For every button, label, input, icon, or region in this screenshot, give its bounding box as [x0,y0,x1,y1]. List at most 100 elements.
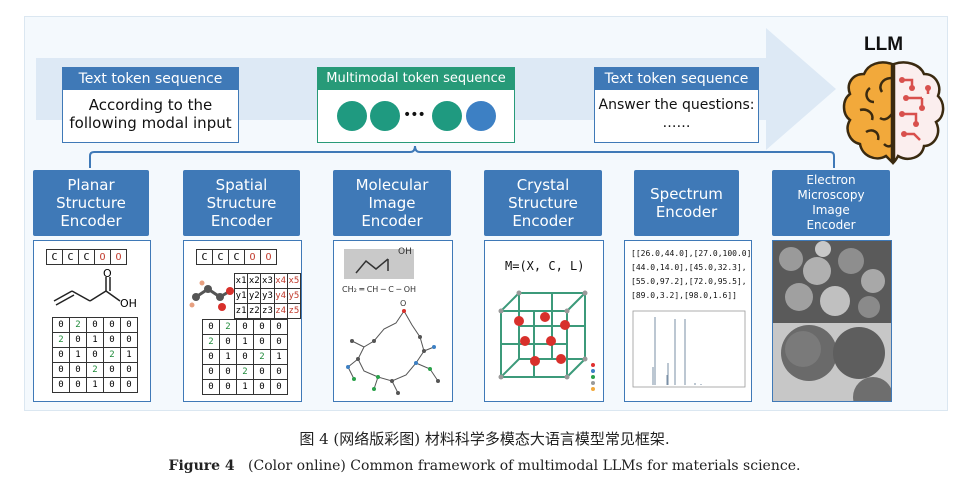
crystal-structure-card: M=(X, C, L) [484,240,604,402]
coord-cell: z4 [273,303,288,319]
matrix-cell: 1 [69,347,87,363]
spatial-token: C [228,249,245,265]
coord-cell: z3 [260,303,275,319]
atom [514,316,524,326]
matrix-cell: 0 [103,362,121,378]
spectrum-card: [[26.0,44.0],[27.0,100.0], [44.0,14.0],[… [624,240,752,402]
matrix-cell: 0 [202,364,220,380]
coord-cell: z2 [247,303,262,319]
spatial-token: O [244,249,261,265]
left-box-line1: According to the [88,96,213,114]
sem-image [773,241,891,323]
mass-spectrum-plot [632,310,746,388]
molecule-o-label: O [400,299,407,308]
multimodal-token-header: Multimodal token sequence [318,68,514,90]
llm-label: LLM [864,34,904,55]
matrix-cell: 0 [219,364,237,380]
text-token-box-right: Text token sequence Answer the questions… [594,67,759,143]
matrix-cell: 0 [69,362,87,378]
encoder-bracket [89,146,835,168]
atom [520,336,530,346]
ball-stick-molecule [189,280,234,311]
right-box-line2: …… [662,115,691,131]
planar-token: C [46,249,63,265]
matrix-cell: 0 [103,317,121,333]
spatial-token: C [212,249,229,265]
crystal-formula: M=(X, C, L) [505,259,585,273]
matrix-cell: 0 [52,362,70,378]
multimodal-token-box: Multimodal token sequence ••• [317,67,515,143]
token-circle-2 [370,101,400,131]
planar-atom-o: O [103,267,112,280]
matrix-cell: 1 [86,377,104,393]
matrix-cell: 2 [253,349,271,365]
molecular-encoder-label: Molecular Image Encoder [355,176,429,230]
crystal-encoder-label: Crystal Structure Encoder [508,176,578,230]
caption-chinese: 图 4 (网络版彩图) 材料科学多模态大语言模型常见框架. [299,430,670,448]
spatial-encoder-label: Spatial Structure Encoder [206,176,277,230]
matrix-cell: 0 [69,377,87,393]
matrix-cell: 2 [219,319,237,335]
matrix-cell: 0 [69,332,87,348]
matrix-cell: 0 [270,319,288,335]
matrix-cell: 0 [270,379,288,395]
molecular-image-card: OH CH₂ ═ CH ─ C ─ OH O [333,240,453,402]
matrix-cell: 1 [86,332,104,348]
matrix-cell: 0 [219,379,237,395]
molecule-chain-label: CH₂ ═ CH ─ C ─ OH [342,285,417,294]
token-circle-4 [466,101,496,131]
token-circle-1 [337,101,367,131]
matrix-cell: 0 [120,377,138,393]
acrylic-acid-structure [53,277,121,306]
crystal-structure-encoder: Crystal Structure Encoder [484,170,602,236]
matrix-cell: 1 [120,347,138,363]
spatial-token: C [196,249,213,265]
matrix-cell: 1 [219,349,237,365]
matrix-cell: 0 [103,377,121,393]
matrix-cell: 0 [236,349,254,365]
coord-cell: x5 [286,273,301,289]
spectrum-encoder: Spectrum Encoder [634,170,739,236]
tem-image [773,323,891,401]
coord-cell: x2 [247,273,262,289]
matrix-cell: 0 [270,364,288,380]
matrix-cell: 0 [52,347,70,363]
text-token-box-left: Text token sequence According to the fol… [62,67,239,143]
spectrum-encoder-label: Spectrum Encoder [650,185,723,221]
planar-token: C [78,249,95,265]
coord-cell: x4 [273,273,288,289]
caption-english-text: (Color online) Common framework of multi… [248,458,801,474]
spatial-token: O [260,249,277,265]
planar-token-row: C C C O O [46,249,127,265]
coord-cell: y4 [273,288,288,304]
atom [540,312,550,322]
em-encoder-label: Electron Microscopy Image Encoder [797,173,865,232]
spatial-token-row: C C C O O [196,249,277,265]
matrix-cell: 0 [219,334,237,350]
matrix-cell: 1 [236,334,254,350]
text-token-header-right: Text token sequence [595,68,758,90]
planar-token: O [94,249,111,265]
left-box-line2: following modal input [69,114,232,132]
brain-icon [842,61,945,166]
coord-cell: y5 [286,288,301,304]
planar-encoder-label: Planar Structure Encoder [56,176,126,230]
matrix-cell: 0 [120,317,138,333]
atom [556,354,566,364]
matrix-cell: 2 [202,334,220,350]
matrix-cell: 0 [103,332,121,348]
matrix-cell: 0 [202,349,220,365]
coord-cell: z1 [233,303,249,319]
matrix-cell: 0 [202,379,220,395]
planar-atom-oh: OH [120,297,137,310]
token-circle-3 [432,101,462,131]
crystal-lattice [498,290,595,391]
matrix-cell: 0 [120,362,138,378]
matrix-cell: 2 [236,364,254,380]
matrix-cell: 0 [86,317,104,333]
molecule-photo [344,249,414,279]
